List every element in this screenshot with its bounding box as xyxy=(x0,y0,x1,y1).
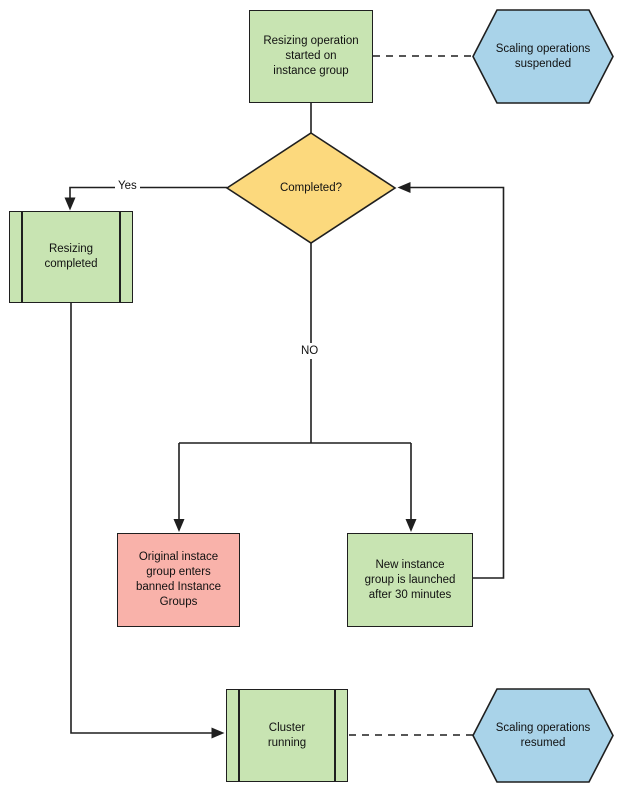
suspended-hexagon-shape xyxy=(472,9,614,104)
edge-label-no: NO xyxy=(298,343,322,359)
node-resizing-completed-label: Resizing completed xyxy=(44,243,98,270)
decision-diamond-shape xyxy=(225,132,397,244)
node-new-group-label: New instance group is launched after 30 … xyxy=(364,558,456,601)
node-start-label: Resizing operation started on instance g… xyxy=(263,35,359,77)
arrowhead-no-right-down xyxy=(405,519,417,532)
arrowhead-yes-down xyxy=(64,197,76,211)
arrowhead-no-left-down xyxy=(173,519,185,532)
predefined-process-bar xyxy=(119,212,121,302)
node-banned-group: Original instace group enters banned Ins… xyxy=(117,533,240,627)
node-cluster-running-label: Cluster running xyxy=(267,721,307,749)
edge-label-yes: Yes xyxy=(115,178,140,194)
arrowhead-cluster-right xyxy=(211,727,225,739)
resumed-hexagon-shape xyxy=(472,688,614,783)
node-resizing-completed: Resizing completed xyxy=(9,211,133,303)
predefined-process-bar xyxy=(21,212,23,302)
connector-decision-no-branch xyxy=(178,243,412,519)
node-cluster-running: Cluster running xyxy=(226,689,348,782)
connector-decision-yes xyxy=(69,186,227,198)
connector-resizing-to-cluster xyxy=(70,303,212,734)
node-start: Resizing operation started on instance g… xyxy=(249,10,373,103)
predefined-process-bar xyxy=(334,690,336,781)
arrowhead-feedback-left xyxy=(397,182,411,193)
connector-newgroup-to-decision xyxy=(410,186,505,579)
node-banned-group-label: Original instace group enters banned Ins… xyxy=(135,551,222,608)
predefined-process-bar xyxy=(238,690,240,781)
node-new-group: New instance group is launched after 30 … xyxy=(347,533,473,627)
